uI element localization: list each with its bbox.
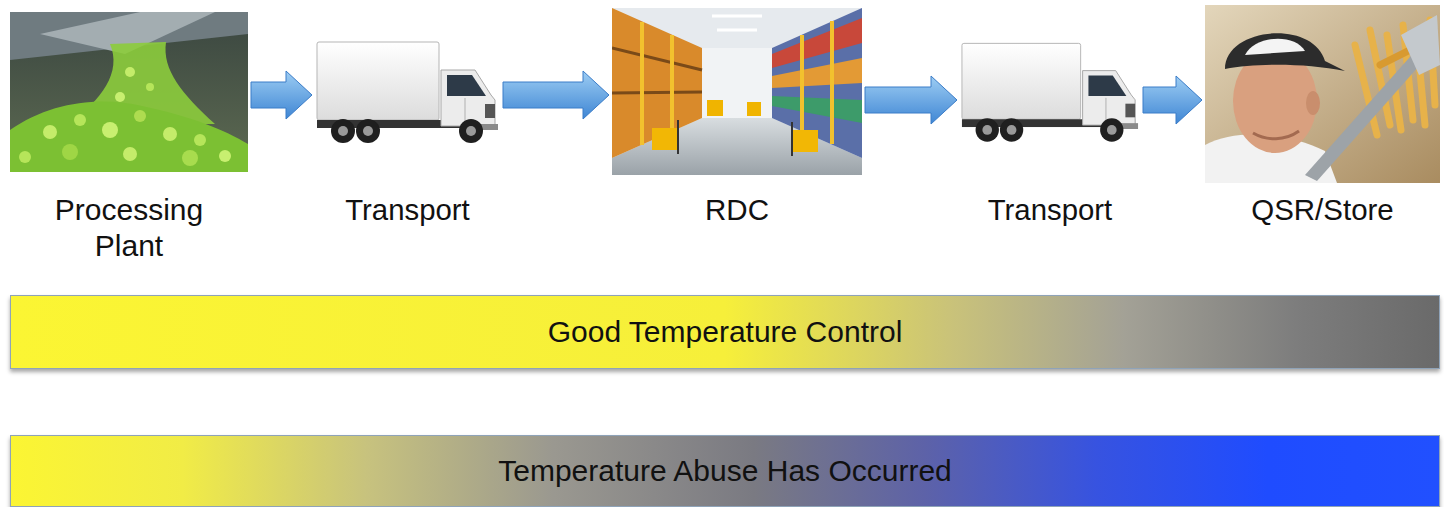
warehouse-photo-part xyxy=(677,120,679,154)
processing-plant-photo xyxy=(10,12,248,172)
restaurant-worker-photo-part xyxy=(1305,49,1427,181)
store-step: QSR/Store xyxy=(1205,5,1440,228)
transport-step: Transport xyxy=(315,40,500,228)
plant-step: Processing Plant xyxy=(10,12,248,264)
picture-space xyxy=(1205,5,1440,192)
step-label: Transport xyxy=(960,192,1140,228)
warehouse-photo-part xyxy=(800,35,804,131)
warehouse-photo-part xyxy=(792,130,818,152)
warehouse-photo-part xyxy=(612,48,702,70)
flow-arrow xyxy=(1143,76,1202,124)
processing-plant-photo-part xyxy=(10,101,248,172)
restaurant-worker-photo-part xyxy=(1245,39,1305,55)
transport-step: Transport xyxy=(960,40,1140,228)
step-label: Processing Plant xyxy=(39,192,219,264)
warehouse-photo-part xyxy=(791,122,793,156)
band-label: Temperature Abuse Has Occurred xyxy=(498,453,952,489)
warehouse-photo-part xyxy=(830,21,834,144)
picture-space xyxy=(315,40,500,192)
restaurant-worker-photo-part xyxy=(1205,5,1440,183)
warehouse-photo-part xyxy=(612,8,702,158)
truck-picture-part xyxy=(962,43,1138,141)
processing-plant-photo-part xyxy=(115,92,125,102)
flow-arrow xyxy=(251,71,312,119)
step-label: RDC xyxy=(612,192,862,228)
processing-plant-photo-part xyxy=(125,67,135,77)
truck-picture xyxy=(315,40,500,145)
warehouse-photo-part xyxy=(712,15,762,18)
restaurant-worker-photo xyxy=(1205,5,1440,183)
warehouse-photo-part xyxy=(772,18,862,68)
processing-plant-photo-part xyxy=(219,150,231,162)
warehouse-photo-part xyxy=(640,22,644,145)
restaurant-worker-photo-part xyxy=(1225,33,1345,71)
warehouse-photo-part xyxy=(612,8,862,175)
picture-space xyxy=(960,40,1140,192)
band-label: Good Temperature Control xyxy=(548,314,903,350)
warehouse-photo-part xyxy=(707,100,723,116)
processing-plant-photo-part xyxy=(146,83,154,91)
processing-plant-photo-part xyxy=(102,122,118,138)
warehouse-photo-part xyxy=(670,35,674,131)
processing-plant-photo-part xyxy=(194,134,206,146)
warehouse-photo-part xyxy=(612,92,702,93)
warehouse-photo-part xyxy=(772,58,862,88)
restaurant-worker-photo-part xyxy=(1401,15,1440,75)
temperature-band: Good Temperature Control xyxy=(10,295,1440,369)
warehouse-photo-part xyxy=(702,48,772,118)
picture-space xyxy=(612,8,862,192)
warehouse-step: RDC xyxy=(612,8,862,228)
processing-plant-photo-part xyxy=(134,110,146,122)
processing-plant-photo-part xyxy=(163,127,177,141)
step-label: Transport xyxy=(315,192,500,228)
warehouse-photo-part xyxy=(747,102,761,116)
warehouse-photo-part xyxy=(717,29,757,32)
warehouse-photo-part xyxy=(772,96,862,123)
restaurant-worker-photo-part xyxy=(1253,131,1299,139)
processing-plant-photo-part xyxy=(74,114,86,126)
picture-space xyxy=(10,12,248,192)
warehouse-photo-part xyxy=(772,8,862,158)
step-label: QSR/Store xyxy=(1205,192,1440,228)
processing-plant-photo-part xyxy=(43,125,57,139)
truck-picture-part xyxy=(317,42,498,143)
warehouse-photo-part xyxy=(652,128,678,150)
warehouse-photo xyxy=(612,8,862,175)
truck-picture xyxy=(960,40,1140,145)
processing-plant-photo-part xyxy=(19,151,31,163)
temperature-band: Temperature Abuse Has Occurred xyxy=(10,435,1440,507)
processing-plant-photo-part xyxy=(62,144,78,160)
flow-arrow xyxy=(865,76,957,124)
processing-plant-photo-part xyxy=(10,12,248,172)
flow-arrow xyxy=(503,71,609,119)
processing-plant-photo-part xyxy=(123,147,137,161)
restaurant-worker-photo-part xyxy=(1306,91,1320,115)
processing-plant-photo-part xyxy=(182,150,198,166)
